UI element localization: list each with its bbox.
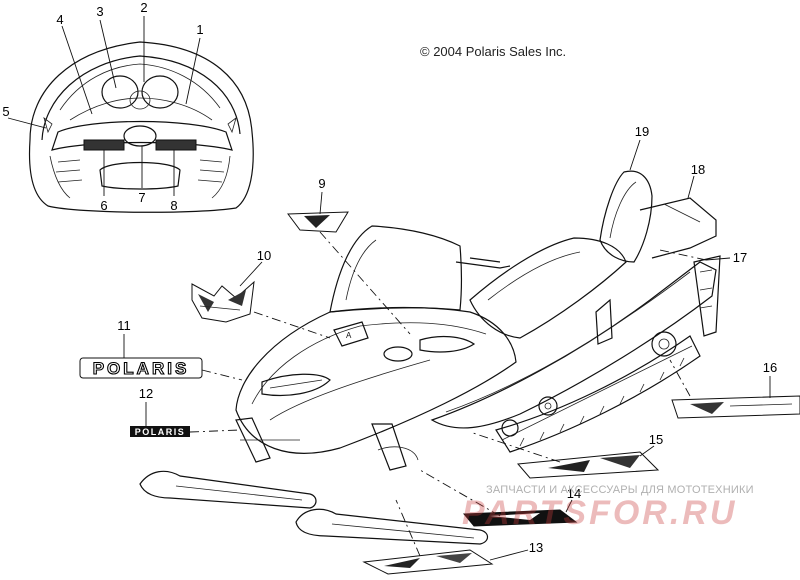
svg-text:A: A	[346, 331, 352, 340]
decal-11: POLARIS	[79, 357, 203, 379]
callout-18: 18	[691, 162, 705, 177]
callout-4: 4	[56, 12, 63, 27]
callout-1: 1	[196, 22, 203, 37]
decal-9	[287, 211, 349, 233]
callout-11: 11	[117, 318, 131, 333]
polaris-decal-small: POLARIS	[135, 427, 186, 437]
dashboard-inset	[28, 41, 254, 213]
callout-10: 10	[257, 248, 271, 263]
callout-numbers: 1 2 3 4 5 6 7 8 9 10 11 12 13 14 15 16 1…	[2, 0, 777, 555]
decal-16	[671, 395, 800, 419]
callout-15: 15	[649, 432, 663, 447]
decal-14	[462, 509, 578, 527]
decal-15	[516, 451, 660, 479]
leader-lines	[7, 16, 771, 561]
callout-14: 14	[567, 486, 581, 501]
decal-10	[191, 280, 255, 323]
callout-16: 16	[763, 360, 777, 375]
callout-6: 6	[100, 198, 107, 213]
callout-7: 7	[138, 190, 145, 205]
watermark-tagline: ЗАПЧАСТИ И АКСЕССУАРЫ ДЛЯ МОТОТЕХНИКИ	[486, 484, 754, 496]
callout-17: 17	[733, 250, 747, 265]
callout-2: 2	[140, 0, 147, 15]
decal-13	[362, 549, 494, 575]
callout-8: 8	[170, 198, 177, 213]
polaris-decal-large: POLARIS	[93, 359, 190, 378]
snowmobile: A	[139, 170, 721, 545]
copyright-notice: © 2004 Polaris Sales Inc.	[420, 44, 567, 59]
callout-19: 19	[635, 124, 649, 139]
callout-5: 5	[2, 104, 9, 119]
watermark-brand: PARTSFOR.RU	[462, 494, 738, 532]
callout-9: 9	[318, 176, 325, 191]
decal-12: POLARIS	[130, 426, 190, 437]
callout-13: 13	[529, 540, 543, 555]
callout-12: 12	[139, 386, 153, 401]
callout-3: 3	[96, 4, 103, 19]
